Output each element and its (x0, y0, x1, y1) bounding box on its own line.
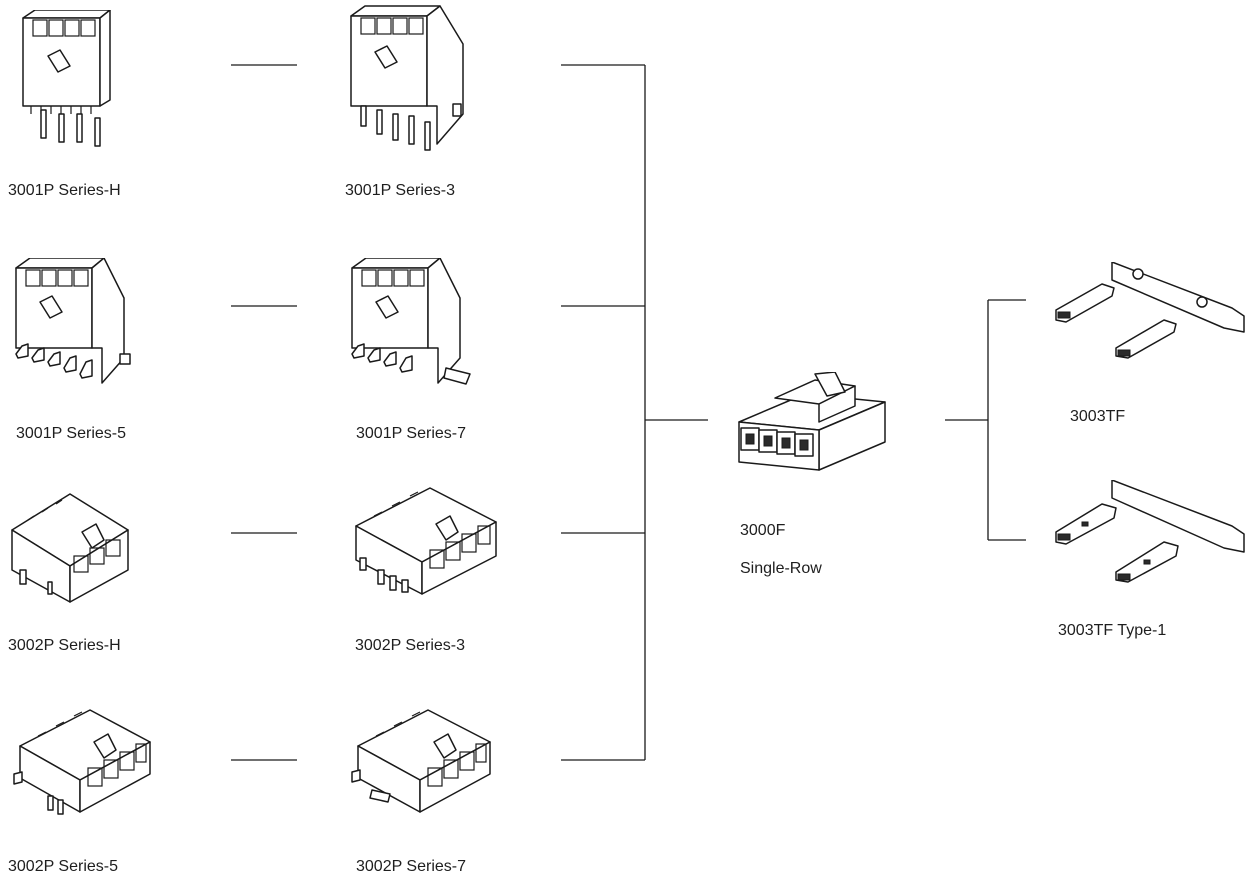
label-3001p-series-h: 3001P Series-H (8, 182, 121, 199)
label-3002p-series-5: 3002P Series-5 (8, 858, 118, 875)
3001p-series-h-drawing (15, 10, 125, 155)
label-3002p-series-3: 3002P Series-3 (355, 637, 465, 654)
label-3002p-series-7: 3002P Series-7 (356, 858, 466, 875)
3001p-series-7-drawing (348, 258, 478, 393)
3000f-housing-drawing (735, 372, 895, 472)
3003tf-type-1-terminal-drawing (1052, 480, 1247, 585)
label-3001p-series-7: 3001P Series-7 (356, 425, 466, 442)
label-3000f: 3000F (740, 522, 786, 539)
3002p-series-3-drawing (350, 486, 500, 596)
label-3001p-series-3: 3001P Series-3 (345, 182, 455, 199)
label-3001p-series-5: 3001P Series-5 (16, 425, 126, 442)
3002p-series-h-drawing (8, 490, 138, 605)
label-3002p-series-h: 3002P Series-H (8, 637, 121, 654)
3002p-series-7-drawing (350, 708, 500, 818)
3001p-series-3-drawing (345, 4, 475, 154)
3002p-series-5-drawing (12, 708, 157, 818)
label-single-row: Single-Row (740, 560, 822, 577)
label-3003tf-type-1: 3003TF Type-1 (1058, 622, 1167, 639)
3001p-series-5-drawing (12, 258, 137, 393)
label-3003tf: 3003TF (1070, 408, 1126, 425)
3003tf-terminal-drawing (1052, 262, 1247, 362)
